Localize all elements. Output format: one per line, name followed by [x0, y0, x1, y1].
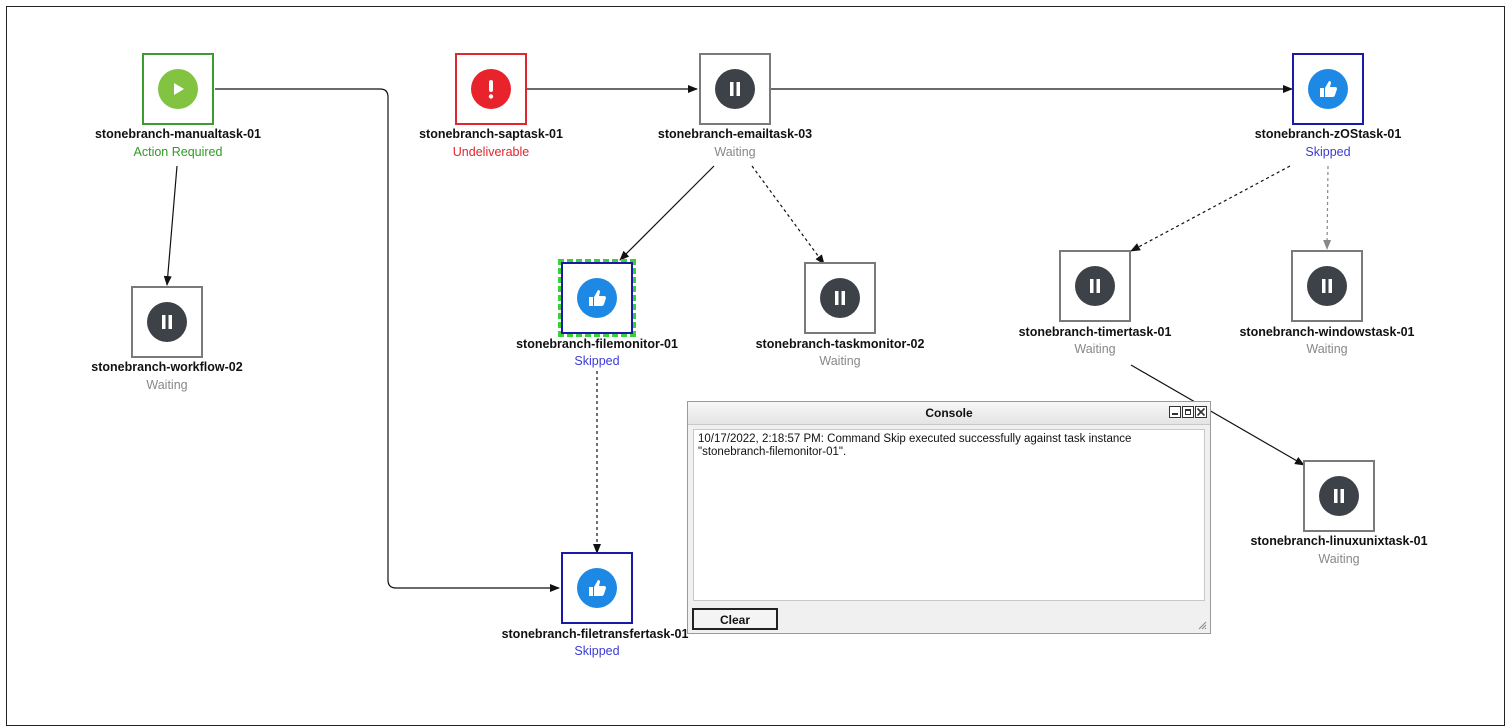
task-name[interactable]: stonebranch-emailtask-03	[657, 127, 813, 141]
edge-timertask-linuxunixtask	[1130, 364, 1305, 466]
task-name[interactable]: stonebranch-saptask-01	[419, 127, 563, 141]
pause-icon	[1307, 266, 1347, 306]
console-window[interactable]: Console 10/17/2022, 2:18:57 PM: Command …	[687, 401, 1211, 634]
edge-emailtask-filemonitor	[619, 165, 715, 261]
pause-icon	[1319, 476, 1359, 516]
edge-zostask-windowstask	[1323, 165, 1332, 250]
maximize-icon[interactable]	[1182, 406, 1194, 418]
task-status: Skipped	[574, 354, 620, 368]
task-node-timertask[interactable]	[1059, 250, 1131, 322]
task-name[interactable]: stonebranch-windowstask-01	[1239, 325, 1415, 339]
task-node-windowstask[interactable]	[1291, 250, 1363, 322]
task-status: Waiting	[1318, 552, 1360, 566]
console-title[interactable]: Console	[688, 402, 1210, 425]
task-name[interactable]: stonebranch-filetransfertask-01	[501, 627, 689, 641]
task-node-emailtask[interactable]	[699, 53, 771, 125]
task-node-manualtask[interactable]	[142, 53, 214, 125]
task-name[interactable]: stonebranch-timertask-01	[1018, 325, 1172, 339]
close-icon[interactable]	[1195, 406, 1207, 418]
task-status: Waiting	[819, 354, 861, 368]
task-status: Waiting	[1306, 342, 1348, 356]
task-name[interactable]: stonebranch-filemonitor-01	[516, 337, 678, 351]
thumbs-up-icon	[1308, 69, 1348, 109]
task-name[interactable]: stonebranch-workflow-02	[91, 360, 243, 374]
task-node-workflow[interactable]	[131, 286, 203, 358]
edge-manualtask-workflow	[163, 165, 178, 286]
task-status: Waiting	[1074, 342, 1116, 356]
task-status: Undeliverable	[452, 145, 530, 159]
task-node-filemonitor[interactable]	[558, 259, 636, 337]
edge-manualtask-filetransfertask	[215, 88, 560, 592]
console-output: 10/17/2022, 2:18:57 PM: Command Skip exe…	[693, 429, 1205, 601]
task-node-filetransfertask[interactable]	[561, 552, 633, 624]
task-status: Skipped	[1305, 145, 1351, 159]
pause-icon	[820, 278, 860, 318]
task-name[interactable]: stonebranch-taskmonitor-02	[755, 337, 925, 351]
task-node-taskmonitor[interactable]	[804, 262, 876, 334]
minimize-icon[interactable]	[1169, 406, 1181, 418]
resize-grip-icon[interactable]	[1197, 620, 1207, 630]
pause-icon	[715, 69, 755, 109]
task-node-zostask[interactable]	[1292, 53, 1364, 125]
play-icon	[158, 69, 198, 109]
pause-icon	[1075, 266, 1115, 306]
task-name[interactable]: stonebranch-manualtask-01	[94, 127, 262, 141]
window-controls	[1169, 406, 1207, 418]
clear-button[interactable]: Clear	[692, 608, 778, 630]
task-node-saptask[interactable]	[455, 53, 527, 125]
task-name[interactable]: stonebranch-linuxunixtask-01	[1250, 534, 1428, 548]
task-status: Waiting	[714, 145, 756, 159]
task-node-linuxunixtask[interactable]	[1303, 460, 1375, 532]
thumbs-up-icon	[577, 278, 617, 318]
thumbs-up-icon	[577, 568, 617, 608]
edge-zostask-timertask	[1130, 165, 1291, 252]
task-status: Action Required	[133, 145, 223, 159]
task-status: Waiting	[146, 378, 188, 392]
pause-icon	[147, 302, 187, 342]
edge-emailtask-taskmonitor	[751, 165, 825, 265]
task-name[interactable]: stonebranch-zOStask-01	[1254, 127, 1402, 141]
task-status: Skipped	[574, 644, 620, 658]
exclamation-icon	[471, 69, 511, 109]
